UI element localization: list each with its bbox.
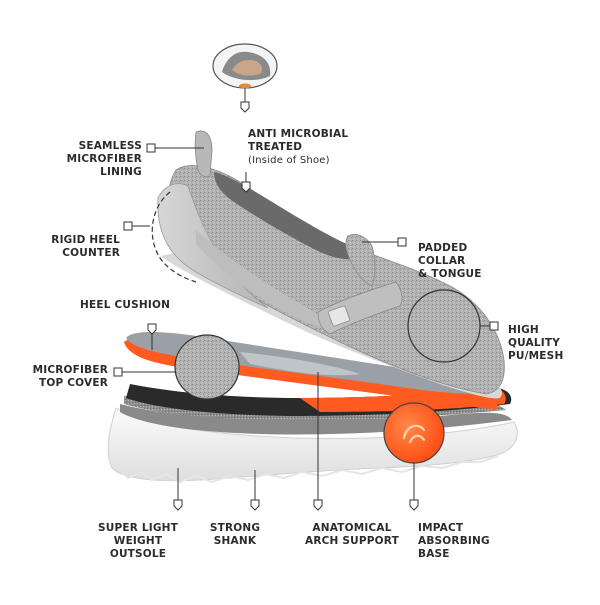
orange-logo-badge — [383, 402, 445, 464]
label-seamless-lining: SEAMLESS MICROFIBER LINING — [66, 140, 142, 178]
label-strong-shank: STRONG SHANK — [209, 522, 261, 547]
label-padded-collar: PADDED COLLAR & TONGUE — [418, 242, 482, 280]
upper-shoe — [151, 130, 505, 399]
label-arch-support: ANATOMICAL ARCH SUPPORT — [305, 522, 399, 547]
shoe-interior-inset — [212, 43, 278, 89]
label-anti-microbial: ANTI MICROBIAL TREATED (Inside of Shoe) — [248, 128, 349, 166]
mesh-detail-circle — [407, 289, 481, 363]
label-impact-base: IMPACT ABSORBING BASE — [418, 522, 490, 560]
label-outsole: SUPER LIGHT WEIGHT OUTSOLE — [97, 522, 179, 560]
insole-layer — [124, 332, 498, 410]
label-microfiber-top-cover: MICROFIBER TOP COVER — [32, 364, 108, 389]
label-rigid-heel-counter: RIGID HEEL COUNTER — [51, 234, 120, 259]
marker-pins — [113, 101, 499, 511]
label-heel-cushion: HEEL CUSHION — [80, 299, 171, 311]
microfiber-detail-circle — [174, 334, 240, 400]
label-high-quality-mesh: HIGH QUALITY PU/MESH — [508, 324, 564, 362]
leader-lines — [122, 88, 490, 500]
